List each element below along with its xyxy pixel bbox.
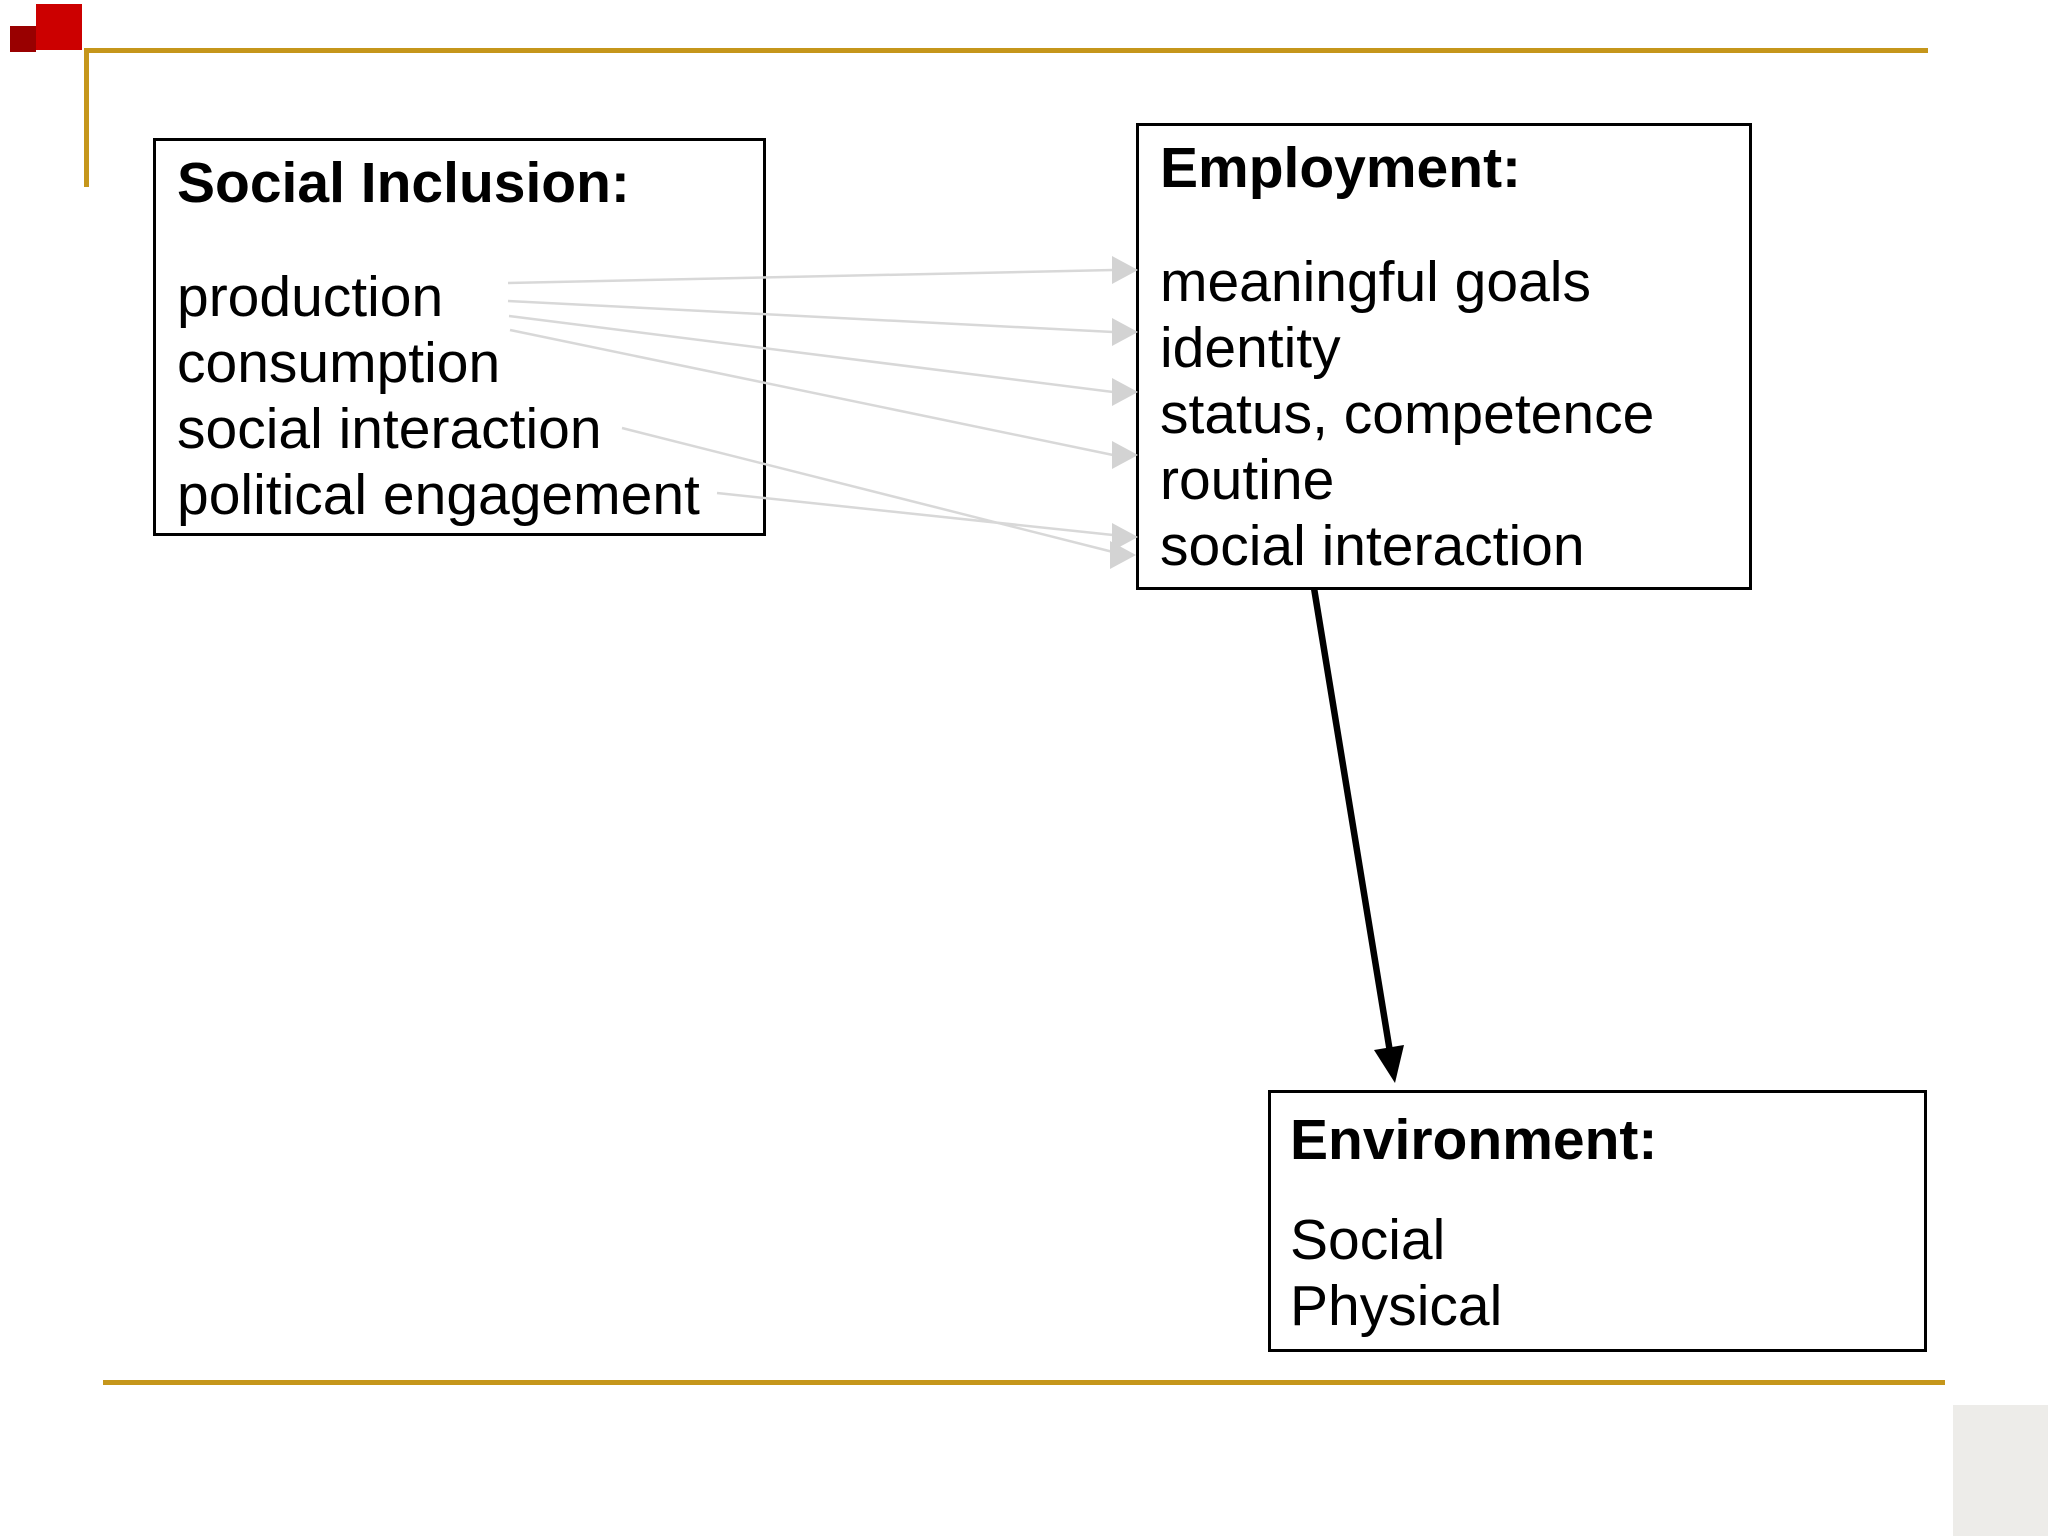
connector-production-routine [509, 328, 1114, 457]
arrowhead-employment-environment-icon [1374, 1045, 1404, 1083]
list-item-employment-social-interaction: social interaction [1160, 514, 1585, 578]
list-item-social-interaction: social interaction [177, 397, 602, 461]
list-item-routine: routine [1160, 448, 1335, 512]
social-inclusion-box: Social Inclusion: production consumption… [153, 138, 766, 536]
red-square-large-decoration [36, 4, 82, 50]
employment-list: meaningful goals identity status, compet… [1160, 249, 1749, 579]
list-item-production: production [177, 265, 444, 329]
connector-political-engagement-social-interaction [716, 491, 1114, 537]
list-item-meaningful-goals: meaningful goals [1160, 250, 1591, 314]
arrowhead-status-competence-icon [1112, 378, 1138, 406]
connector-production-identity [507, 299, 1114, 334]
environment-title: Environment: [1290, 1108, 1658, 1172]
social-inclusion-title: Social Inclusion: [177, 151, 630, 215]
arrowhead-social-interaction-lower-icon [1110, 541, 1136, 569]
arrowhead-meaningful-goals-icon [1112, 256, 1138, 284]
list-item-consumption: consumption [177, 331, 501, 395]
connector-social-interaction-social-interaction [621, 426, 1114, 554]
employment-box: Employment: meaningful goals identity st… [1136, 123, 1752, 590]
arrowhead-routine-icon [1112, 441, 1138, 469]
list-item-physical: Physical [1290, 1274, 1503, 1338]
list-item-status-competence: status, competence [1160, 382, 1655, 446]
gold-side-rule [84, 48, 89, 187]
gold-top-rule [84, 48, 1928, 53]
list-item-social: Social [1290, 1208, 1446, 1272]
gold-bottom-rule [103, 1380, 1945, 1385]
arrowhead-identity-icon [1112, 318, 1138, 346]
arrow-employment-environment [1310, 587, 1394, 1053]
connector-production-meaningful-goals [507, 268, 1114, 285]
connector-production-status-competence [508, 314, 1114, 394]
employment-title: Employment: [1160, 136, 1522, 200]
environment-list: Social Physical [1290, 1207, 1924, 1339]
arrowhead-social-interaction-upper-icon [1112, 523, 1138, 551]
social-inclusion-list: production consumption social interactio… [177, 264, 763, 528]
red-square-small-decoration [10, 26, 36, 52]
list-item-political-engagement: political engagement [177, 463, 700, 527]
corner-shade-rectangle [1953, 1405, 2048, 1536]
environment-box: Environment: Social Physical [1268, 1090, 1927, 1352]
list-item-identity: identity [1160, 316, 1341, 380]
